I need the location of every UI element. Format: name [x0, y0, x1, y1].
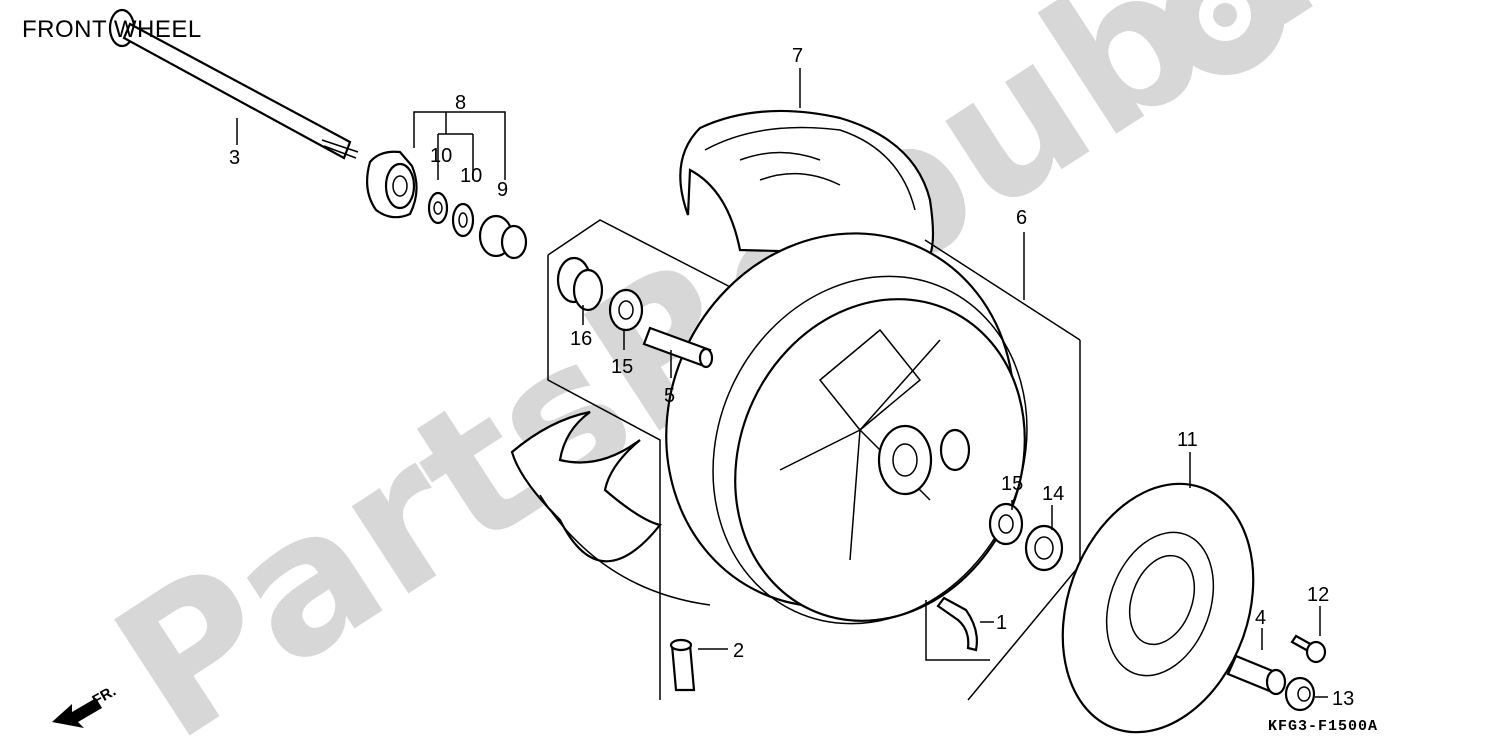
part-collar-4[interactable]: [1226, 654, 1287, 696]
part-axle[interactable]: [108, 8, 359, 160]
callouts: 1 2 3 4 5 6 7 8 9 10 10 11 12 13 14 15 1…: [229, 45, 1354, 710]
part-bearing-15b[interactable]: [988, 502, 1024, 546]
part-washer-10b[interactable]: [451, 202, 475, 238]
part-dust-seal-16[interactable]: [556, 256, 604, 312]
front-arrow-icon: [52, 698, 102, 728]
part-gear-9[interactable]: [478, 214, 528, 260]
part-spacer-5[interactable]: [642, 326, 714, 369]
callout-bracket-8: [413, 111, 506, 180]
part-nut-13[interactable]: [1284, 676, 1316, 712]
watermark-gear-logo: [1165, 0, 1285, 75]
callout-6: 6: [1016, 207, 1027, 229]
callout-1: 1: [996, 612, 1007, 634]
callout-10b: 10: [460, 165, 482, 187]
callout-3: 3: [229, 147, 240, 169]
callout-5: 5: [664, 385, 675, 407]
part-fender[interactable]: [510, 410, 711, 606]
callout-12: 12: [1307, 584, 1329, 606]
callout-2: 2: [733, 640, 744, 662]
callout-8: 8: [455, 92, 466, 114]
part-bolt-12[interactable]: [1290, 634, 1327, 664]
callout-14: 14: [1042, 483, 1064, 505]
callout-11: 11: [1177, 429, 1198, 451]
part-valve-2[interactable]: [669, 638, 696, 692]
part-tire[interactable]: [679, 109, 935, 257]
callout-10a: 10: [430, 145, 452, 167]
callout-7: 7: [792, 45, 803, 67]
part-wheel-rim[interactable]: [606, 176, 1083, 676]
wheel-group-box: [547, 219, 1081, 701]
callout-16: 16: [570, 328, 592, 350]
callout-15a: 15: [611, 356, 633, 378]
part-washer-10a[interactable]: [427, 191, 449, 225]
part-speedometer-gearbox[interactable]: [365, 150, 418, 219]
callout-9: 9: [497, 179, 508, 201]
diagram-code: KFG3-F1500A: [1268, 718, 1379, 735]
callout-13: 13: [1332, 688, 1354, 710]
front-direction-indicator: FR.: [52, 683, 119, 728]
part-valve-1[interactable]: [925, 596, 990, 661]
part-dust-seal-14[interactable]: [1024, 524, 1064, 572]
callout-4: 4: [1255, 607, 1266, 629]
part-brake-disc[interactable]: [1030, 457, 1287, 750]
callout-15b: 15: [1001, 473, 1023, 495]
part-bearing-15a[interactable]: [608, 288, 644, 332]
leader-lines: [236, 68, 1328, 698]
diagram-title: FRONT WHEEL: [22, 16, 202, 43]
